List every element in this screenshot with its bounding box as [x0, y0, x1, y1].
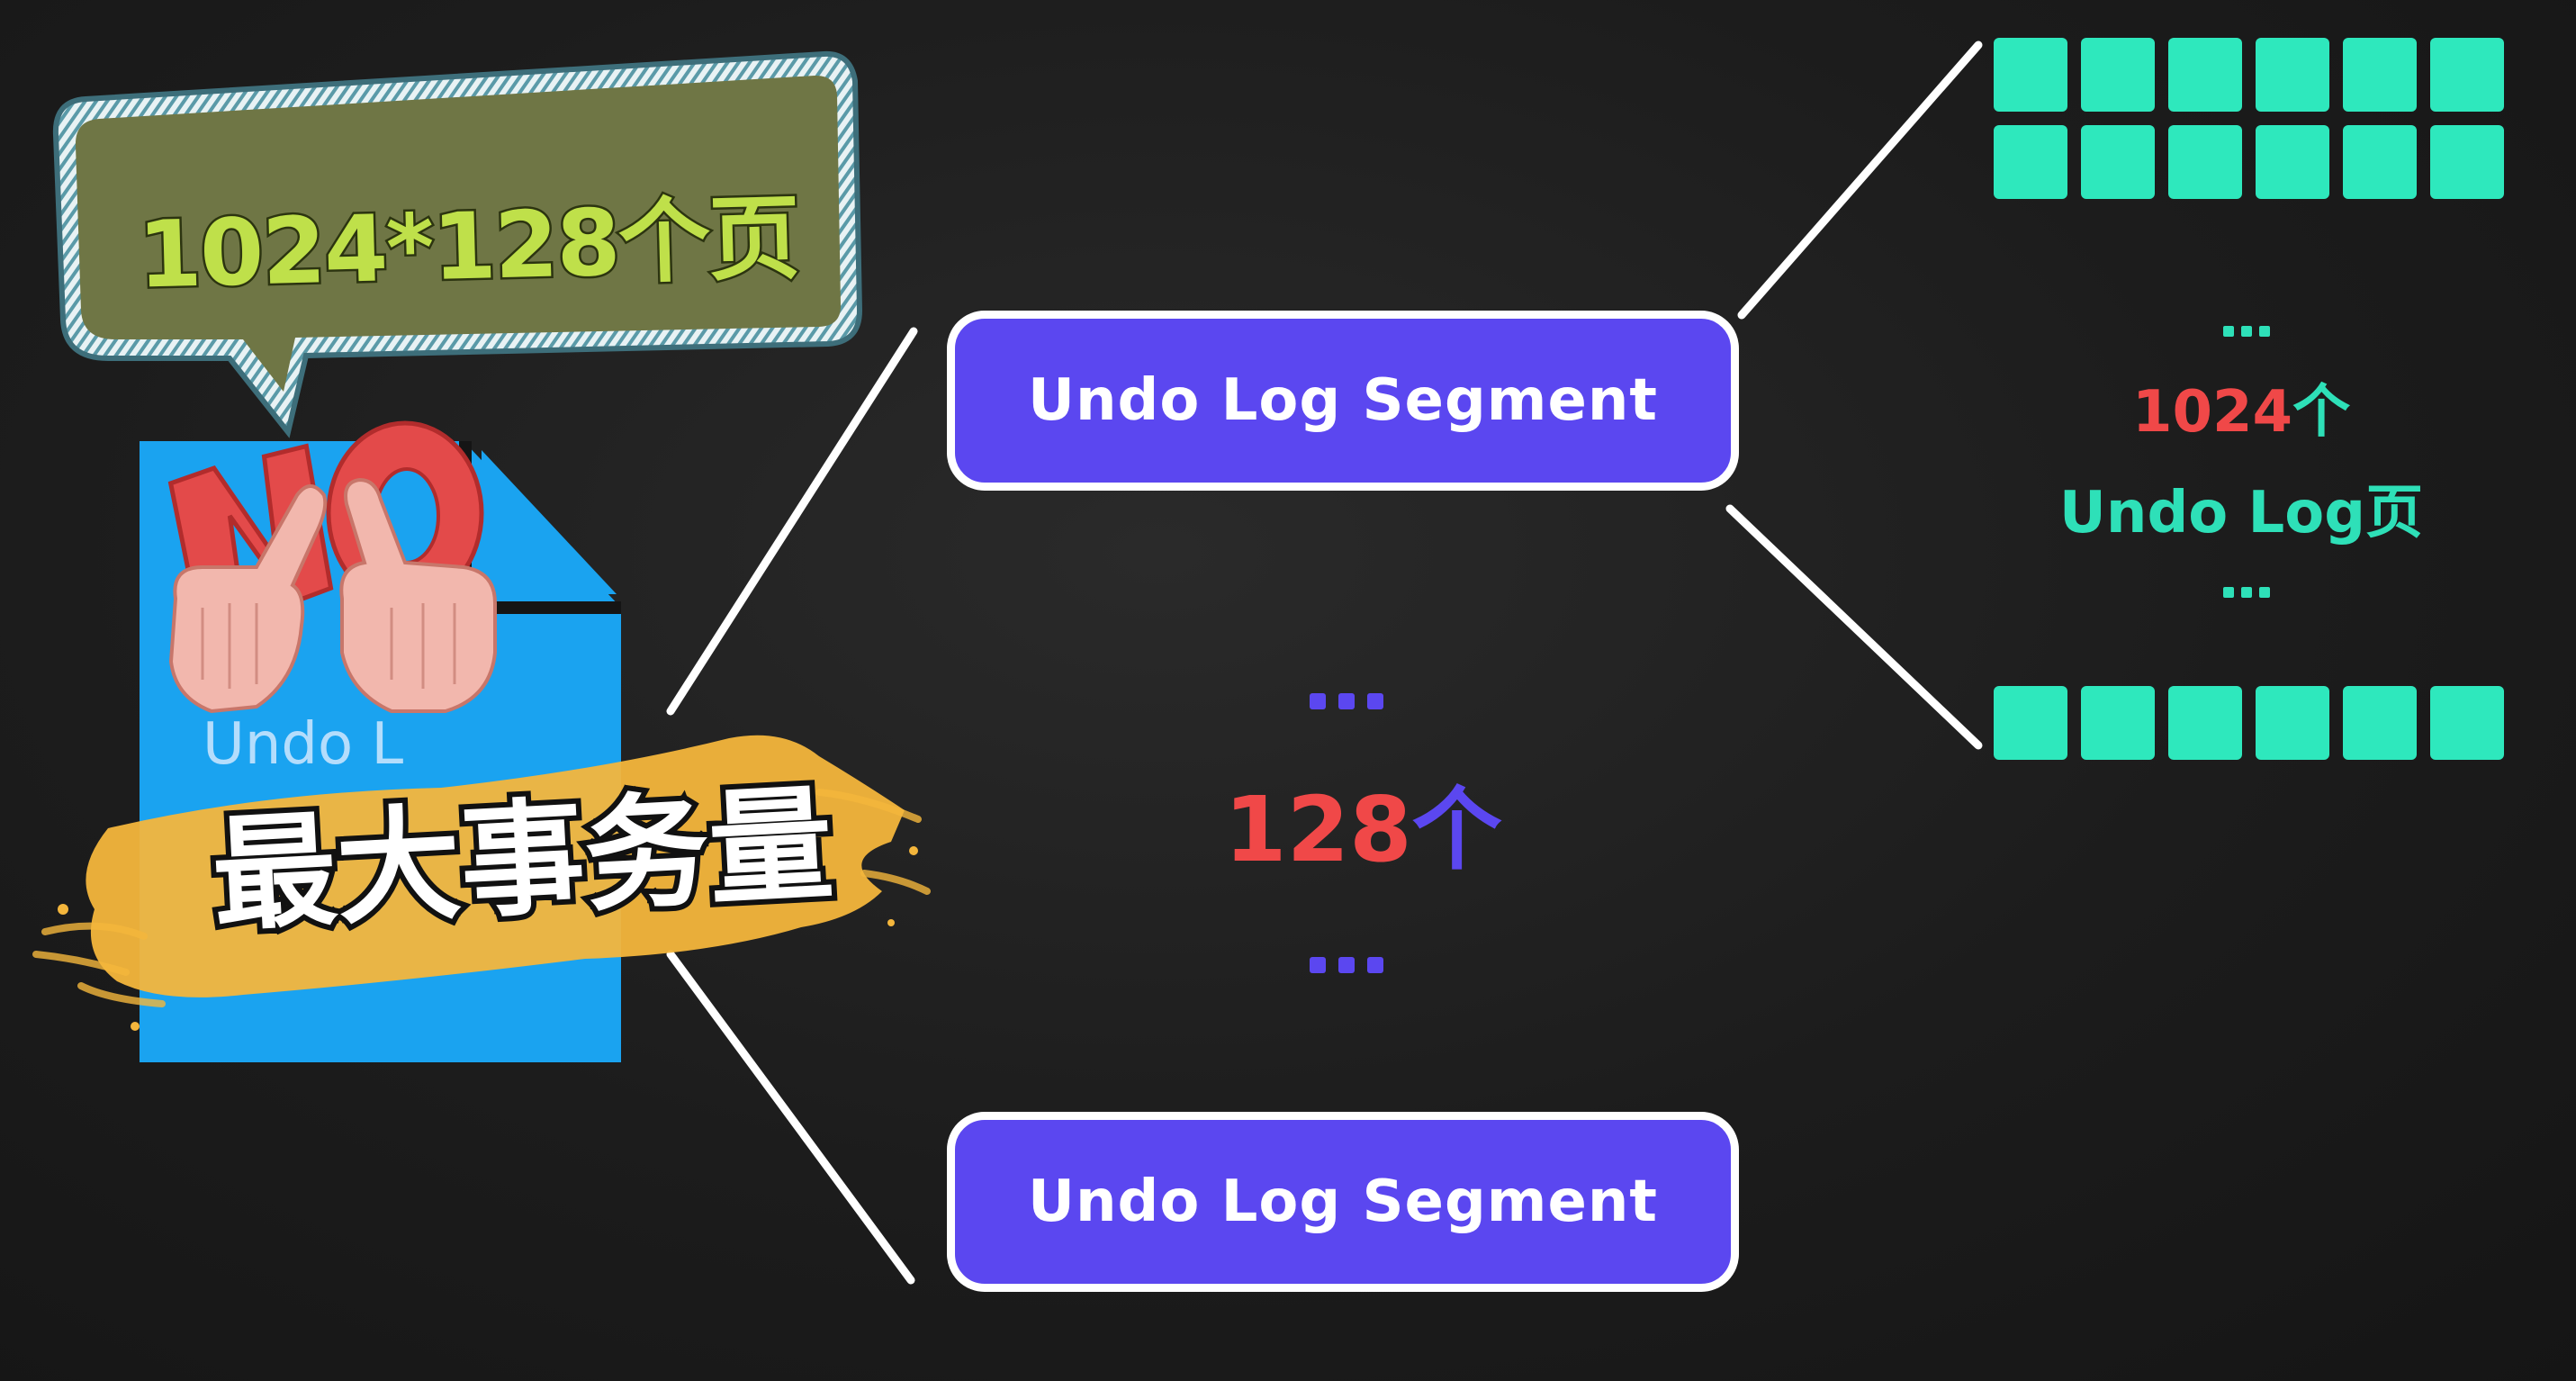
- page-count-label: Undo Log页: [2058, 480, 2424, 546]
- segment-count-unit: 个: [1411, 777, 1502, 882]
- undo-log-page: [2081, 38, 2155, 112]
- connector-segment-to-top-pages: [1737, 41, 1983, 320]
- undo-log-page: [1994, 125, 2067, 199]
- undo-log-page: [2343, 38, 2417, 112]
- speech-bubble-fill: [75, 75, 841, 393]
- brush-stroke-banner: [32, 735, 931, 1031]
- pointing-hand-icon: [168, 484, 328, 714]
- undo-log-segment-top: Undo Log Segment: [947, 311, 1739, 491]
- undo-log-page: [2256, 125, 2329, 199]
- segment-label: Undo Log Segment: [1028, 367, 1658, 434]
- undo-log-page: [2168, 686, 2242, 760]
- undo-log-page: [2343, 686, 2417, 760]
- speech-bubble: [52, 50, 863, 438]
- undo-log-page: [2430, 38, 2504, 112]
- bubble-text: 1024*128个页: [134, 182, 802, 311]
- page-count-number: 1024: [2131, 379, 2293, 446]
- undo-log-segment-bottom: Undo Log Segment: [947, 1112, 1739, 1292]
- undo-log-pages-bottom: [1994, 686, 2504, 760]
- no-stamp-icon: [167, 420, 497, 714]
- undo-log-page: [2168, 38, 2242, 112]
- file-partial-label: Undo L: [203, 711, 404, 778]
- undo-log-page: [2256, 38, 2329, 112]
- undo-log-page: [1994, 686, 2067, 760]
- undo-log-page: [2430, 686, 2504, 760]
- segment-count: 128个: [1224, 756, 1502, 887]
- page-ellipsis-top: [2223, 326, 2277, 337]
- pointing-hand-icon-right: [339, 477, 497, 713]
- undo-log-page: [2168, 125, 2242, 199]
- segment-count-number: 128: [1224, 777, 1412, 882]
- connector-file-to-bottom-segment: [666, 950, 915, 1285]
- ellipsis-top: [1310, 693, 1396, 709]
- undo-log-page: [2081, 686, 2155, 760]
- ellipsis-bottom: [1310, 957, 1396, 973]
- page-ellipsis-bottom: [2223, 587, 2277, 598]
- page-count-unit: 个: [2292, 379, 2351, 446]
- undo-log-page: [2430, 125, 2504, 199]
- connector-segment-to-bottom-pages: [1725, 504, 1983, 750]
- banner-text: 最大事务量: [203, 766, 842, 954]
- undo-log-page: [1994, 38, 2067, 112]
- undo-log-page: [2343, 125, 2417, 199]
- segment-label: Undo Log Segment: [1028, 1169, 1658, 1235]
- connector-file-to-top-segment: [666, 327, 918, 716]
- page-count: 1024个 Undo Log页: [2052, 362, 2430, 564]
- undo-log-page: [2256, 686, 2329, 760]
- undo-log-pages-top: [1994, 38, 2504, 199]
- undo-log-page: [2081, 125, 2155, 199]
